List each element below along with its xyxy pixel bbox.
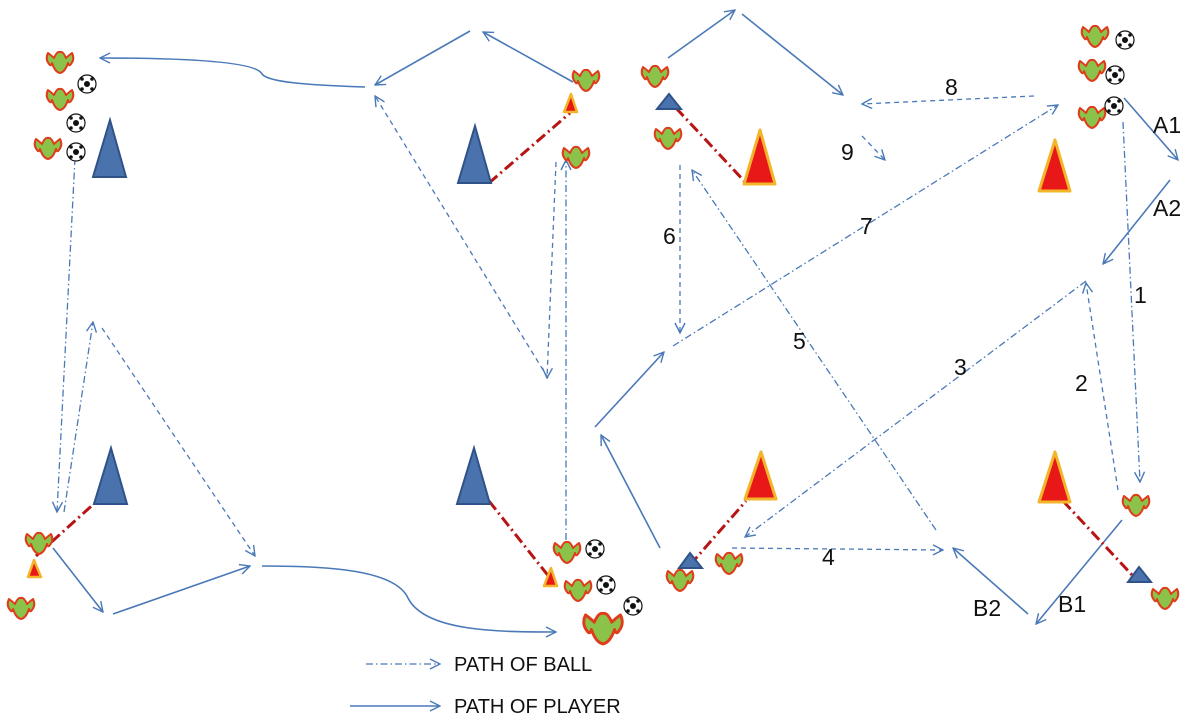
blue-cone-icon — [654, 92, 684, 110]
blue-cone-icon — [456, 122, 493, 184]
pass-path — [101, 327, 255, 556]
player-icon — [6, 596, 36, 620]
player-path — [52, 547, 103, 612]
blue-cone-icon — [92, 444, 129, 505]
blue-cone-icon — [1126, 565, 1154, 583]
player-icon — [571, 68, 601, 92]
player-icon — [653, 126, 683, 150]
ball-path — [745, 280, 1087, 537]
red-cone-icon — [542, 566, 559, 588]
ball-path — [672, 105, 1058, 347]
paths — [34, 10, 1178, 632]
player-icon — [552, 540, 582, 564]
player-path — [100, 58, 366, 88]
player-path — [483, 32, 574, 83]
player-icon — [1077, 58, 1107, 82]
red-cone-icon — [26, 558, 43, 579]
step-label-1: 1 — [1134, 282, 1147, 308]
legend-player-label: PATH OF PLAYER — [454, 696, 621, 718]
player-icon — [563, 578, 593, 602]
player-icon — [1077, 105, 1107, 129]
pass-path — [861, 135, 885, 160]
player-path — [741, 13, 843, 95]
pass-path — [547, 161, 557, 378]
step-label-6: 6 — [663, 223, 676, 249]
ball-icon — [585, 539, 605, 559]
ball-icon — [1104, 96, 1124, 116]
ball-icon — [77, 74, 97, 94]
player-icon — [1150, 586, 1180, 610]
ball-icon — [596, 575, 616, 595]
player-path — [594, 352, 664, 428]
step-label-7: 7 — [860, 213, 873, 239]
link-line — [487, 500, 552, 579]
red-cone-icon — [742, 128, 777, 186]
player-path — [261, 565, 556, 632]
step-label-3: 3 — [954, 354, 967, 380]
player-icon — [33, 136, 63, 160]
player-label-a2: A2 — [1153, 195, 1181, 221]
blue-cone-icon — [455, 444, 492, 505]
ball-icon — [623, 596, 643, 616]
ball-path — [692, 170, 937, 531]
player-path — [112, 566, 250, 615]
ball-icon — [66, 113, 86, 133]
player-icon — [582, 611, 624, 646]
legend: PATH OF BALL PATH OF PLAYER — [350, 654, 621, 718]
ball-path — [57, 157, 76, 512]
player-path — [1123, 97, 1178, 160]
step-label-4: 4 — [822, 544, 835, 570]
player-icon — [640, 64, 670, 88]
link-line — [34, 499, 99, 558]
red-cone-icon — [1037, 138, 1072, 193]
pass-path — [731, 548, 943, 550]
labels: 1 2 3 4 5 6 7 8 9 A1 A2 B1 B2 — [663, 74, 1181, 621]
ball-icon — [66, 142, 86, 162]
legend-ball-label: PATH OF BALL — [454, 654, 592, 676]
player-label-b2: B2 — [973, 595, 1001, 621]
player-icon — [714, 551, 744, 575]
player-icon — [24, 531, 54, 555]
red-cone-icon — [562, 92, 579, 114]
player-path — [375, 30, 471, 85]
balls — [66, 30, 1135, 616]
link-line — [1061, 499, 1135, 578]
ball-icon — [1105, 65, 1125, 85]
ball-icon — [1115, 30, 1135, 50]
step-label-5: 5 — [793, 328, 806, 354]
player-path — [1103, 179, 1171, 264]
player-icon — [561, 145, 591, 169]
player-icon — [45, 50, 75, 74]
step-label-2: 2 — [1075, 370, 1088, 396]
player-path — [667, 10, 735, 59]
player-label-b1: B1 — [1058, 591, 1086, 617]
player-icon — [1121, 493, 1151, 517]
link-line — [488, 111, 571, 185]
ball-path — [63, 322, 93, 513]
red-cone-icon — [743, 450, 778, 501]
player-path — [1036, 519, 1123, 624]
step-label-8: 8 — [945, 74, 958, 100]
link-line — [674, 106, 748, 185]
ball-path — [1122, 121, 1140, 482]
cones — [26, 92, 1154, 588]
pass-path — [1086, 283, 1119, 491]
red-cone-icon — [1037, 450, 1072, 504]
player-path — [601, 435, 661, 549]
player-icon — [665, 568, 695, 592]
player-icon — [1080, 24, 1110, 48]
blue-cone-icon — [91, 116, 128, 178]
player-label-a1: A1 — [1153, 112, 1181, 138]
blue-cone-icon — [677, 551, 705, 569]
pass-path — [375, 96, 549, 379]
pass-path — [862, 95, 1035, 104]
player-icon — [45, 87, 75, 111]
player-path — [953, 548, 1029, 615]
link-line — [688, 500, 748, 566]
step-label-9: 9 — [841, 139, 854, 165]
